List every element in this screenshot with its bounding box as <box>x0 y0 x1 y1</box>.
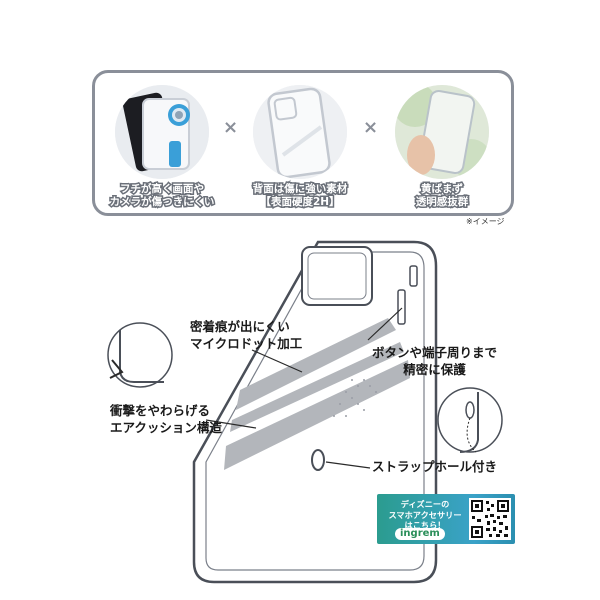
caption-line: 背面は傷に強い素材 <box>251 182 349 197</box>
feature-scratch-resistant: 背面は傷に強い素材 【表面硬度2H】 <box>245 83 355 213</box>
callout-line: マイクロドット加工 <box>190 336 303 351</box>
caption-line: 黄ばまず <box>420 182 465 197</box>
times-icon: × <box>223 117 239 138</box>
caption-line: 【表面硬度2H】 <box>259 195 341 210</box>
caption-line: 透明感抜群 <box>414 195 470 210</box>
caption-line: カメラが傷つきにくい <box>108 195 216 210</box>
callout-line: エアクッション構造 <box>110 420 222 435</box>
feature-edge-protection: フチが高く画面や カメラが傷つきにくい <box>107 83 217 213</box>
feature-clear-caption: 黄ばまず 透明感抜群 <box>387 182 497 210</box>
promo-banner[interactable]: ディズニーの スマホアクセサリー はこちら！ ingrem <box>377 494 515 544</box>
callout-strap: ストラップホール付き <box>372 458 497 475</box>
promo-text: ディズニーの スマホアクセサリー はこちら！ <box>383 499 467 531</box>
caption-line: フチが高く画面や <box>119 182 206 197</box>
leader-line <box>205 419 257 429</box>
brand-logo: ingrem <box>395 528 445 540</box>
feature-non-yellowing: 黄ばまず 透明感抜群 <box>387 83 497 213</box>
leader-line <box>251 349 303 373</box>
camera-bump-inner <box>307 252 367 300</box>
decor-stripe <box>230 342 404 432</box>
promo-line: ディズニーの <box>400 499 450 509</box>
button-cutout <box>397 289 406 325</box>
promo-line: はこちら！ <box>404 520 446 530</box>
strap-detail-icon <box>437 387 503 453</box>
decor-stripe <box>224 360 410 470</box>
button-cutout <box>409 265 418 287</box>
feature-edge-caption: フチが高く画面や カメラが傷つきにくい <box>107 182 217 210</box>
leader-line <box>325 461 371 469</box>
callout-line: 精密に保護 <box>403 362 466 377</box>
phone-edge-closeup-image <box>115 85 209 179</box>
camera-bump <box>301 246 373 306</box>
callout-line: 密着痕が出にくい <box>190 319 290 334</box>
callout-line: ボタンや端子周りまで <box>372 345 498 360</box>
image-note: ※イメージ <box>466 217 505 226</box>
qr-code-icon[interactable] <box>469 498 511 540</box>
callout-line: 衝撃をやわらげる <box>110 403 211 418</box>
case-inner-edge <box>205 251 425 571</box>
callout-cushion: 衝撃をやわらげる エアクッション構造 <box>110 402 222 436</box>
clear-case-back-image <box>253 85 347 179</box>
decor-stripe <box>236 318 396 410</box>
feature-panel: フチが高く画面や カメラが傷つきにくい × 背面は傷に強い素材 【表面硬度2H】… <box>92 70 514 216</box>
feature-scratch-caption: 背面は傷に強い素材 【表面硬度2H】 <box>245 182 355 210</box>
promo-line: スマホアクセサリー <box>388 509 462 520</box>
callout-buttons: ボタンや端子周りまで 精密に保護 <box>372 344 497 378</box>
microdot-pattern <box>333 379 377 417</box>
corner-detail-icon <box>107 322 173 388</box>
times-icon: × <box>363 117 379 138</box>
callout-microdot: 密着痕が出にくい マイクロドット加工 <box>190 318 302 352</box>
case-in-hand-image <box>395 85 489 179</box>
strap-hole <box>311 449 325 471</box>
callout-line: ストラップホール付き <box>372 459 498 474</box>
leader-line <box>367 307 403 341</box>
